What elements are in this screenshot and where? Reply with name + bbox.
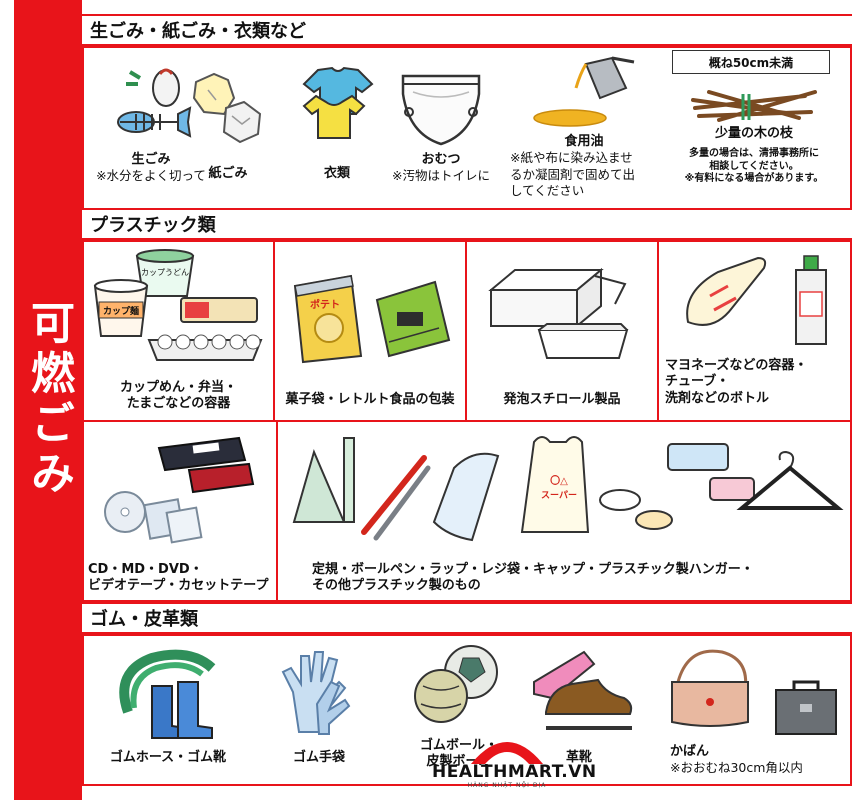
item-bag: かばん ※おおむね30cm角以内 — [656, 642, 850, 777]
balls-label-1: ゴムボール・ — [419, 738, 498, 753]
item-branches: 少量の木の枝 多量の場合は、清掃事務所に 相談してください。 ※有料になる場合が… — [670, 78, 838, 186]
item-namagomi: 生ごみ ※水分をよく切って — [96, 62, 206, 185]
section-title-plastic: プラスチック類 — [90, 215, 216, 236]
item-shoes: 革靴 — [504, 642, 654, 766]
namagomi-note: ※水分をよく切って — [96, 168, 206, 184]
panel-media: CD・MD・DVD・ ビデオテープ・カセットテープ — [82, 420, 278, 602]
containers-label-2: たまごなどの容器 — [126, 396, 231, 412]
panel-snack: ポテト 菓子袋・レトルト食品の包装 — [273, 240, 467, 422]
styrofoam-label: 発泡スチロール製品 — [503, 392, 621, 407]
item-irui: 衣類 — [296, 62, 378, 182]
branches-note-1: 多量の場合は、清掃事務所に — [689, 148, 819, 160]
styrofoam-box-icon — [488, 267, 629, 359]
bottles-label-3: 洗剤などのボトル — [665, 390, 770, 406]
snack-bag-text: ポテト — [310, 298, 340, 311]
balls-icon — [414, 645, 498, 723]
item-kamigomi: 紙ごみ — [188, 62, 268, 182]
oil-note-1: ※紙や布に染み込ませ — [510, 150, 633, 166]
logo-subtext: HÀNG NHẬT NỘI ĐỊA — [467, 782, 547, 789]
category-title: 可燃ごみ — [23, 300, 74, 500]
misc-plastic-icon: 〇△ スーパー — [292, 436, 844, 542]
irui-label: 衣類 — [323, 166, 350, 181]
oil-note-3: してください — [510, 182, 585, 198]
item-gloves: ゴム手袋 — [244, 642, 394, 766]
category-sidebar: 可燃ごみ — [14, 0, 82, 800]
item-bottles: マヨネーズなどの容器・ チューブ・ 洗剤などのボトル — [659, 252, 850, 407]
food-containers-icon: カップうどん カップ麺 — [93, 249, 262, 361]
item-oil: 食用油 ※紙や布に染み込ませ るか凝固剤で固めて出 してください — [504, 54, 664, 199]
clothes-icon — [302, 66, 374, 139]
namagomi-label: 生ごみ — [131, 152, 171, 167]
misc-bag-text-2: スーパー — [541, 489, 577, 501]
diaper-icon — [401, 74, 481, 146]
misc-bag-text-1: 〇△ — [550, 474, 568, 487]
snack-label: 菓子袋・レトルト食品の包装 — [285, 392, 455, 407]
panel-bottles: マヨネーズなどの容器・ チューブ・ 洗剤などのボトル — [657, 240, 852, 422]
fish-bone-icon — [117, 68, 192, 138]
bottles-icon — [685, 255, 827, 345]
bags-icon — [671, 649, 837, 735]
item-snack: ポテト 菓子袋・レトルト食品の包装 — [275, 256, 465, 408]
balls-label-2: 皮製ボール — [426, 754, 492, 770]
bag-label: かばん — [670, 744, 710, 759]
item-omutsu: おむつ ※汚物はトイレに — [376, 62, 506, 185]
media-label-1: CD・MD・DVD・ — [88, 562, 203, 577]
cup-men-text: カップ麺 — [102, 305, 138, 317]
leather-shoes-icon — [533, 650, 633, 730]
item-misc-plastic: 〇△ スーパー 定規・ボールペン・ラップ・レジ袋・キャップ・プラスチック製ハンガ… — [278, 428, 850, 595]
section-header-garbage: 生ごみ・紙ごみ・衣類など — [82, 14, 852, 46]
rubber-gloves-icon — [281, 651, 351, 735]
size-limit-text: 概ね50cm未満 — [708, 55, 794, 70]
media-icon — [104, 436, 255, 544]
brand-logo: HEALTHMART.VN HÀNG NHẬT NỘI ĐỊA — [432, 728, 597, 796]
section-header-plastic: プラスチック類 — [82, 208, 852, 240]
section-title-rubber: ゴム・皮革類 — [90, 609, 198, 630]
item-media: CD・MD・DVD・ ビデオテープ・カセットテープ — [84, 430, 276, 595]
oil-note-2: るか凝固剤で固めて出 — [510, 166, 636, 182]
crumpled-paper-icon — [192, 72, 262, 144]
panel-rubber: ゴムホース・ゴム靴 ゴム手袋 ゴムボール・ 皮製ボール — [82, 634, 852, 786]
logo-text: HEALTHMART.VN — [432, 762, 597, 782]
size-limit-banner: 概ね50cm未満 — [672, 50, 830, 74]
bag-note: ※おおむね30cm角以内 — [670, 760, 803, 776]
main-content: 生ごみ・紙ごみ・衣類など 生ごみ ※水分をよく切って 紙ごみ — [82, 0, 852, 800]
item-containers: カップうどん カップ麺 カップめん・弁当・ たまごなどの容器 — [84, 246, 273, 413]
panel-styrofoam: 発泡スチロール製品 — [465, 240, 659, 422]
shoes-label: 革靴 — [565, 750, 592, 765]
hose-label: ゴムホース・ゴム靴 — [109, 750, 227, 765]
omutsu-note: ※汚物はトイレに — [392, 168, 490, 184]
panel-misc-plastic: 〇△ スーパー 定規・ボールペン・ラップ・レジ袋・キャップ・プラスチック製ハンガ… — [276, 420, 852, 602]
omutsu-label: おむつ — [421, 152, 461, 167]
containers-label-1: カップめん・弁当・ — [119, 380, 237, 395]
oil-pot-icon — [533, 56, 635, 127]
panel-containers: カップうどん カップ麺 カップめん・弁当・ たまごなどの容器 — [82, 240, 275, 422]
bottles-label-2: チューブ・ — [665, 374, 730, 390]
bottles-label-1: マヨネーズなどの容器・ — [665, 358, 808, 373]
item-styrofoam: 発泡スチロール製品 — [467, 256, 657, 408]
branches-note-3: ※有料になる場合があります。 — [684, 173, 824, 185]
kamigomi-label: 紙ごみ — [208, 166, 248, 181]
item-hose: ゴムホース・ゴム靴 — [88, 642, 248, 766]
section-header-rubber: ゴム・皮革類 — [82, 602, 852, 634]
hose-boots-icon — [119, 649, 216, 739]
section-title-garbage: 生ごみ・紙ごみ・衣類など — [90, 21, 306, 42]
cup-udon-text: カップうどん — [141, 268, 189, 277]
branches-note-2: 相談してください。 — [709, 160, 799, 172]
misc-plastic-label-2: その他プラスチック製のもの — [312, 578, 481, 594]
oil-label: 食用油 — [564, 134, 604, 149]
item-balls: ゴムボール・ 皮製ボール — [384, 642, 534, 771]
media-label-2: ビデオテープ・カセットテープ — [88, 578, 269, 594]
logo-arc-icon — [471, 742, 543, 764]
gloves-label: ゴム手袋 — [292, 750, 345, 765]
snack-bag-icon: ポテト — [293, 274, 451, 364]
branches-icon — [691, 90, 817, 122]
misc-plastic-label-1: 定規・ボールペン・ラップ・レジ袋・キャップ・プラスチック製ハンガー・ — [312, 562, 754, 577]
branches-label: 少量の木の枝 — [714, 126, 793, 141]
